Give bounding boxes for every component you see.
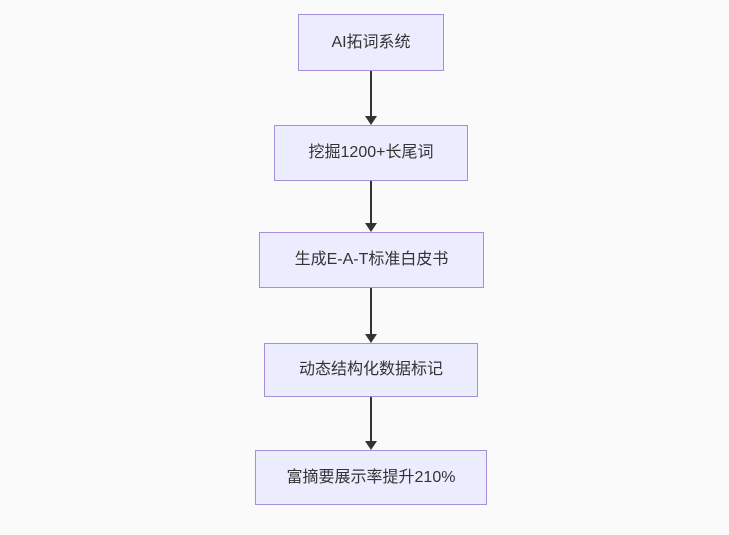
flow-arrow-1 [364,71,378,125]
flow-node-ai-keyword-system: AI拓词系统 [298,14,444,71]
arrow-shaft [370,181,372,225]
arrow-head-icon [365,334,377,343]
flow-node-label: AI拓词系统 [331,33,411,51]
arrow-head-icon [365,116,377,125]
flow-arrow-2 [364,181,378,232]
arrow-shaft [370,397,372,443]
arrow-shaft [370,288,372,336]
flow-node-longtail-mining: 挖掘1200+长尾词 [274,125,468,181]
arrow-shaft [370,71,372,118]
flow-node-label: 挖掘1200+长尾词 [308,144,434,162]
flow-node-structured-data-markup: 动态结构化数据标记 [264,343,478,397]
flow-node-rich-snippet-result: 富摘要展示率提升210% [255,450,487,505]
arrow-head-icon [365,223,377,232]
flow-node-eat-whitepaper: 生成E-A-T标准白皮书 [259,232,484,288]
flow-arrow-4 [364,397,378,450]
flow-node-label: 生成E-A-T标准白皮书 [294,251,449,269]
flow-node-label: 富摘要展示率提升210% [286,468,456,486]
arrow-head-icon [365,441,377,450]
flow-arrow-3 [364,288,378,343]
flow-node-label: 动态结构化数据标记 [298,361,443,379]
